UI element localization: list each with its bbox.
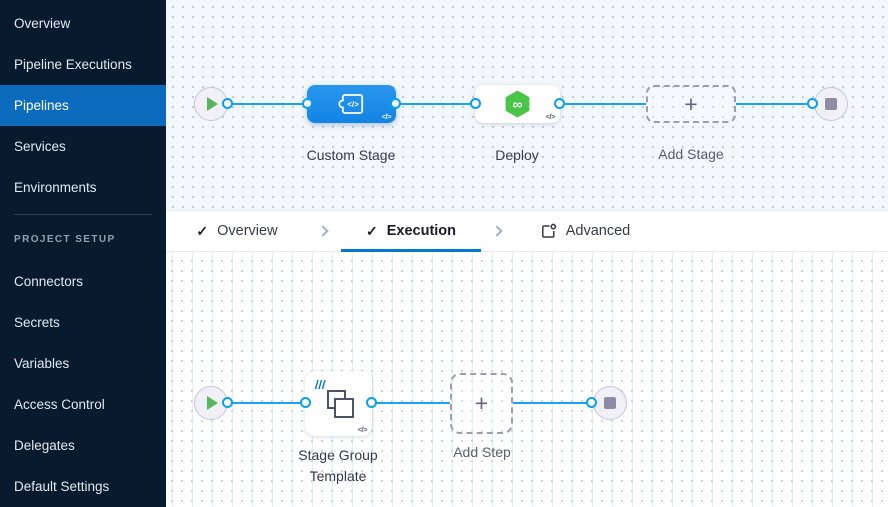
sidebar-item-label: Secrets: [14, 315, 60, 330]
label-line: Template: [309, 468, 367, 484]
edge: [396, 103, 475, 105]
sidebar-item-label: Services: [14, 139, 66, 154]
sidebar-item-default-settings[interactable]: Default Settings: [0, 466, 166, 507]
sidebar-item-services[interactable]: Services: [0, 126, 166, 167]
connector-port[interactable]: [390, 98, 401, 109]
sidebar-item-label: Pipelines: [14, 98, 69, 113]
sidebar-item-pipeline-executions[interactable]: Pipeline Executions: [0, 44, 166, 85]
pipeline-stages-canvas[interactable]: </> </> ∞ </> + Custom Stage Deploy Add …: [166, 0, 888, 210]
tab-separator: [481, 211, 515, 251]
plus-icon: +: [474, 390, 489, 416]
sidebar-item-secrets[interactable]: Secrets: [0, 302, 166, 343]
deploy-cd-icon: ∞: [505, 90, 530, 118]
sidebar-item-pipelines[interactable]: Pipelines: [0, 85, 166, 126]
sidebar-item-access-control[interactable]: Access Control: [0, 384, 166, 425]
execution-start-node[interactable]: [194, 386, 228, 420]
connector-port[interactable]: [807, 98, 818, 109]
plus-icon: +: [684, 90, 698, 117]
sidebar-item-label: Overview: [14, 16, 71, 31]
sidebar-item-label: Variables: [14, 356, 70, 371]
add-stage-label: Add Stage: [658, 146, 724, 162]
sidebar-item-variables[interactable]: Variables: [0, 343, 166, 384]
deploy-stage-node[interactable]: ∞ </>: [475, 85, 560, 123]
sidebar-item-connectors[interactable]: Connectors: [0, 261, 166, 302]
sidebar-item-label: Default Settings: [14, 479, 110, 494]
tab-separator: [307, 211, 341, 251]
execution-end-node[interactable]: [593, 386, 627, 420]
main-area: </> </> ∞ </> + Custom Stage Deploy Add …: [166, 0, 888, 507]
code-badge: </>: [545, 112, 556, 121]
custom-stage-label: Custom Stage: [306, 147, 396, 163]
execution-steps-canvas[interactable]: </> + Stage Group Template Add Step: [166, 252, 888, 507]
sidebar: Overview Pipeline Executions Pipelines S…: [0, 0, 166, 507]
connector-port[interactable]: [554, 98, 565, 109]
chevron-right-icon: [490, 225, 503, 237]
tab-label: Execution: [386, 223, 457, 239]
connector-port[interactable]: [302, 98, 313, 109]
edge: [736, 103, 813, 105]
deploy-stage-label: Deploy: [495, 147, 539, 163]
custom-stage-node[interactable]: </> </>: [307, 85, 396, 123]
template-badge-icon: [314, 377, 326, 395]
custom-stage-icon: </>: [337, 94, 363, 114]
label-line: Stage Group: [298, 447, 378, 463]
stage-config-tabbar: ✓ Overview ✓ Execution Advanced: [166, 210, 888, 252]
pipeline-end-node[interactable]: [814, 87, 848, 121]
edge: [227, 103, 307, 105]
stage-group-template-label: Stage Group Template: [273, 445, 403, 487]
code-badge: </>: [357, 425, 368, 434]
play-icon: [207, 97, 218, 111]
check-icon: ✓: [365, 222, 378, 239]
check-icon: ✓: [196, 222, 209, 239]
code-badge: </>: [381, 112, 392, 121]
connector-port[interactable]: [222, 98, 233, 109]
sidebar-item-label: Access Control: [14, 397, 105, 412]
chevron-right-icon: [316, 225, 329, 237]
stage-group-template-node[interactable]: </>: [305, 371, 372, 436]
sidebar-item-label: Delegates: [14, 438, 75, 453]
add-stage-button[interactable]: +: [646, 85, 736, 123]
advanced-settings-icon: [540, 223, 557, 240]
edge: [227, 402, 305, 404]
connector-port[interactable]: [300, 397, 311, 408]
sidebar-item-label: Pipeline Executions: [14, 57, 132, 72]
sidebar-divider: [14, 214, 152, 215]
connector-port[interactable]: [222, 397, 233, 408]
svg-text:</>: </>: [347, 100, 359, 109]
edge: [513, 402, 592, 404]
play-icon: [207, 396, 218, 410]
tab-execution[interactable]: ✓ Execution: [341, 211, 481, 252]
edge: [372, 402, 450, 404]
connector-port[interactable]: [586, 397, 597, 408]
sidebar-item-label: Connectors: [14, 274, 84, 289]
sidebar-item-label: Environments: [14, 180, 97, 195]
stop-icon: [604, 397, 616, 409]
tab-label: Advanced: [565, 223, 631, 239]
add-step-label: Add Step: [453, 444, 511, 460]
connector-port[interactable]: [366, 397, 377, 408]
sidebar-item-environments[interactable]: Environments: [0, 167, 166, 208]
tab-overview[interactable]: ✓ Overview: [167, 211, 307, 251]
connector-port[interactable]: [470, 98, 481, 109]
sidebar-item-overview[interactable]: Overview: [0, 3, 166, 44]
tab-advanced[interactable]: Advanced: [515, 211, 655, 251]
sidebar-item-delegates[interactable]: Delegates: [0, 425, 166, 466]
stop-icon: [825, 98, 837, 110]
project-setup-section-label: PROJECT SETUP: [14, 233, 116, 245]
add-step-button[interactable]: +: [450, 373, 513, 434]
edge: [560, 103, 646, 105]
tab-label: Overview: [217, 223, 278, 239]
stage-group-icon: [326, 389, 354, 418]
